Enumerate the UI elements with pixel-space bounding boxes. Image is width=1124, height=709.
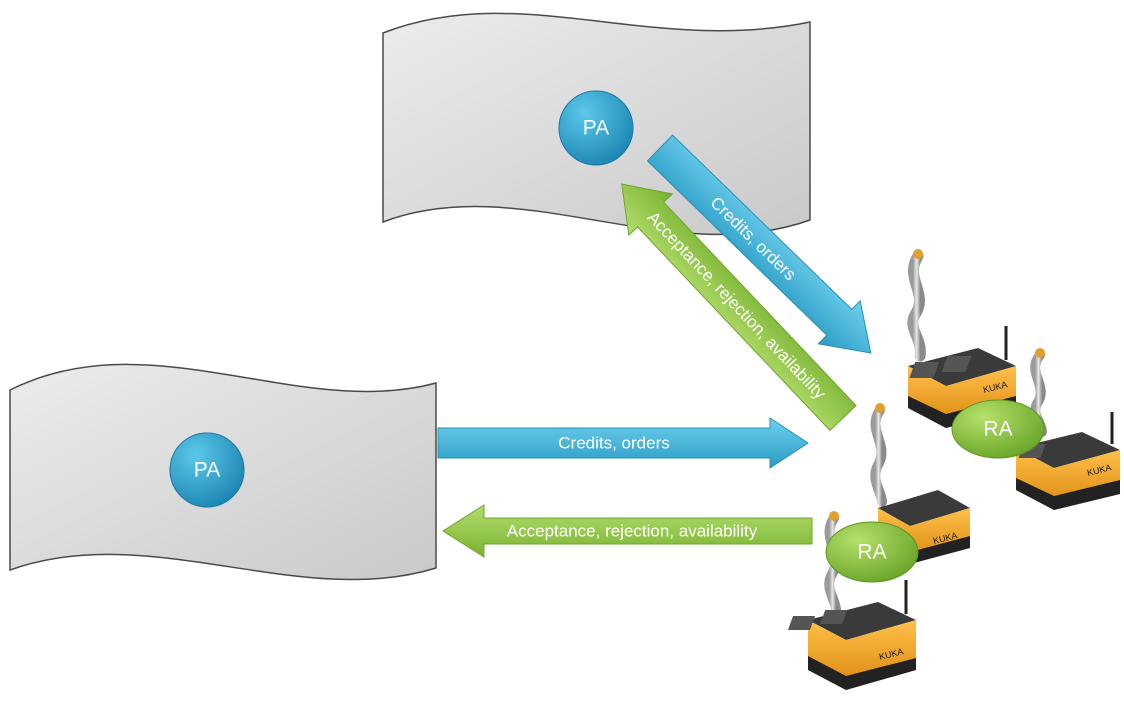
mobile-robot: KUKA — [1016, 348, 1120, 510]
product-agent-label: PA — [194, 459, 220, 482]
resource-agent-label: RA — [983, 418, 1012, 441]
resource-agent-upper: RA — [951, 399, 1045, 459]
arrow-label-credits-horizontal: Credits, orders — [558, 434, 669, 453]
product-agent-top: PA — [558, 90, 634, 166]
arrow-label-acceptance-horizontal: Acceptance, rejection, availability — [507, 522, 758, 541]
mobile-robot: KUKA — [787, 511, 916, 690]
resource-agent-label: RA — [857, 541, 886, 564]
acceptance-arrow-horizontal: Acceptance, rejection, availability — [442, 504, 813, 558]
product-agent-left: PA — [169, 432, 245, 508]
credits-orders-arrow-horizontal: Credits, orders — [437, 417, 809, 469]
product-agent-label: PA — [583, 117, 609, 140]
resource-agent-lower: RA — [825, 521, 919, 583]
